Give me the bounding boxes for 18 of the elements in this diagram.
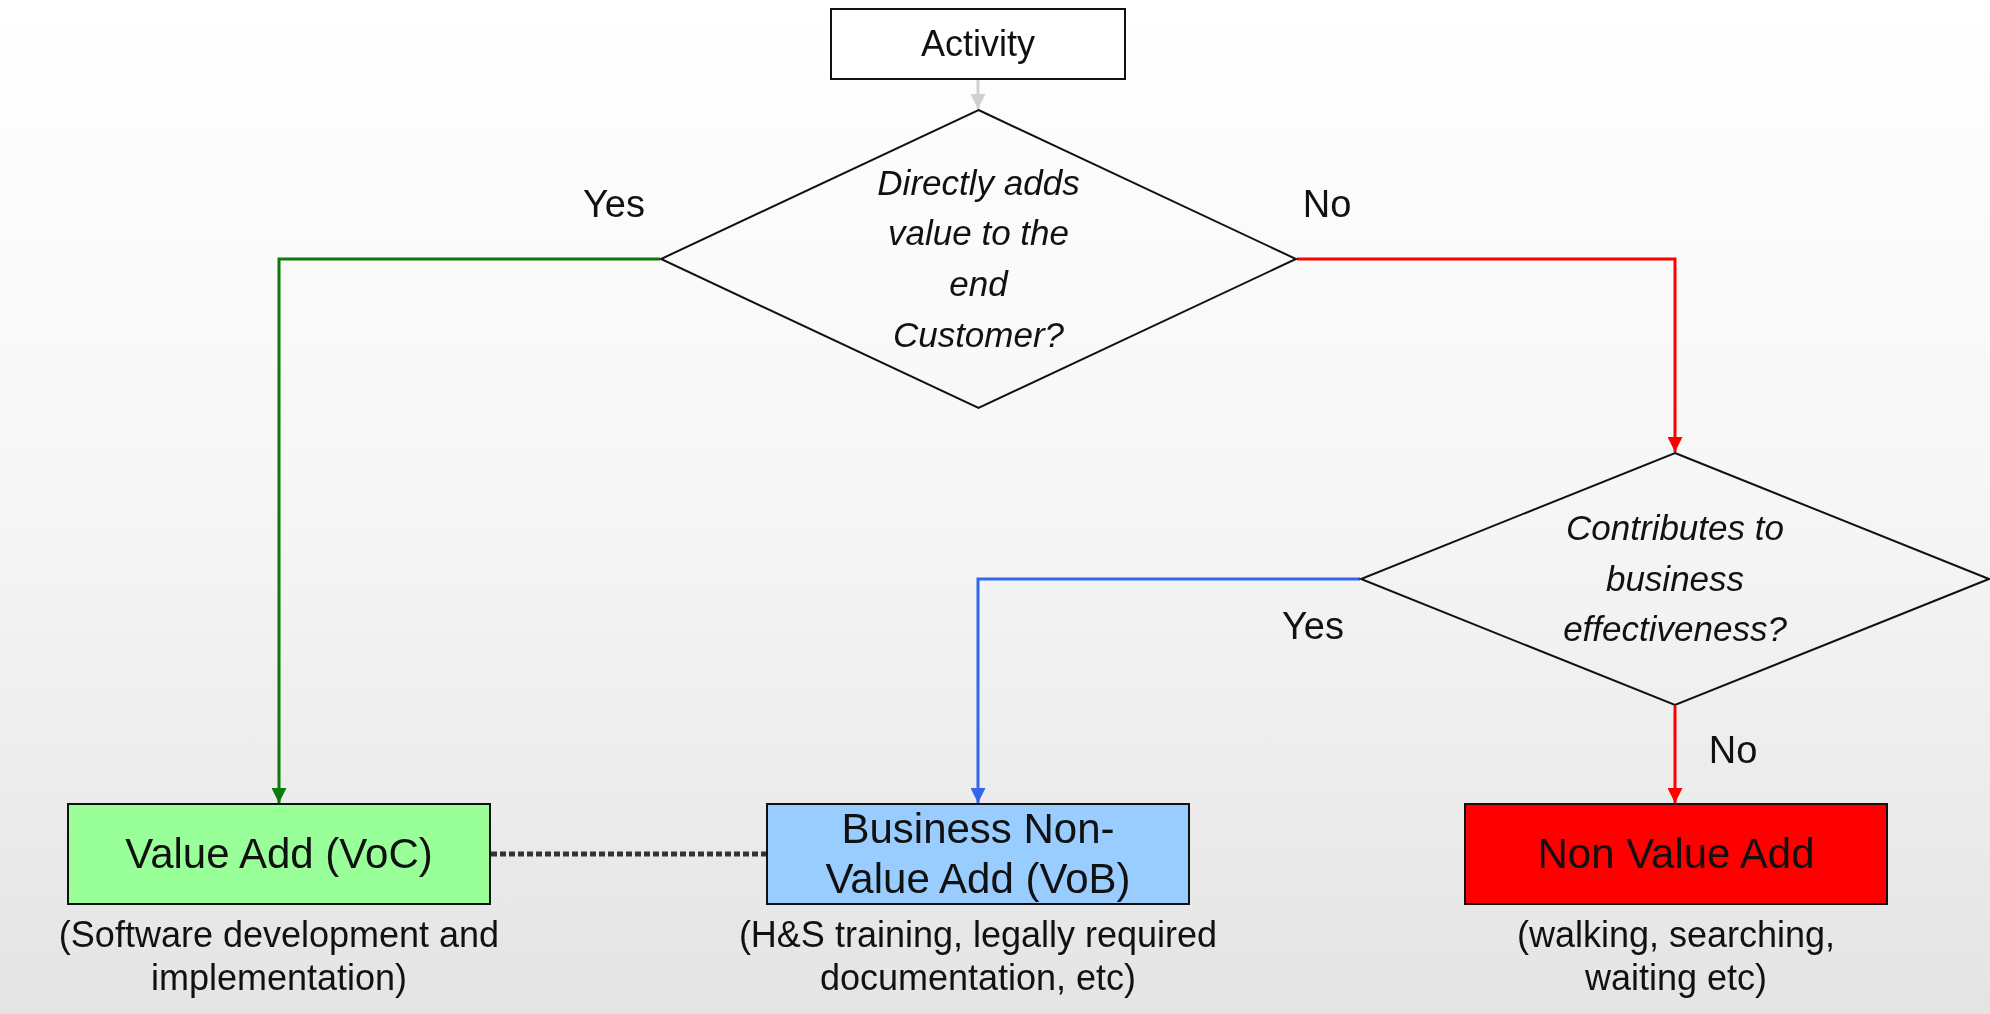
edge-label: No	[1302, 182, 1352, 226]
arrow	[970, 577, 1360, 803]
edge-label: Yes	[1282, 604, 1344, 648]
example-caption: (H&S training, legally required documentation, etc)	[737, 913, 1219, 1000]
arrow	[271, 257, 660, 803]
outcome-box: Value Add (VoC)	[67, 803, 491, 905]
outcome-box: Business Non-Value Add (VoB)	[766, 803, 1190, 905]
arrow	[1667, 706, 1683, 803]
edge-label: No	[1708, 728, 1758, 772]
edge-label: Yes	[583, 182, 645, 226]
question-text: Contributes to business effectiveness?	[1562, 506, 1788, 651]
arrow	[970, 80, 986, 109]
example-caption: (Software development and implementation)	[57, 913, 501, 1000]
question-text: Directly adds value to the end Customer?	[876, 161, 1081, 356]
arrow	[1297, 257, 1683, 452]
start-box: Activity	[830, 8, 1126, 80]
example-caption: (walking, searching, waiting etc)	[1515, 913, 1837, 1000]
outcome-box: Non Value Add	[1464, 803, 1888, 905]
